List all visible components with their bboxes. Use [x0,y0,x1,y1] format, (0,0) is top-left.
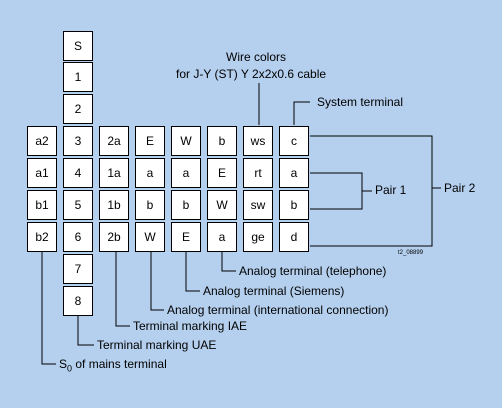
international-cell: b [135,190,165,220]
system-terminal-cell: d [279,222,309,252]
pair2-label: Pair 2 [444,181,476,195]
s0-suffix: of mains terminal [72,357,167,371]
international-cell: a [135,158,165,188]
system-terminal-cell: b [279,190,309,220]
wire-color-cell: ws [243,126,273,156]
wire-colors-title: Wire colors [226,50,287,64]
leader-marking-uae [77,316,94,346]
iae-cell: 1b [99,190,129,220]
telephone-cell: W [207,190,237,220]
analog-telephone-label: Analog terminal (telephone) [239,264,387,278]
s0-cell-4: 4 [63,158,93,188]
s0-cell-3: 3 [63,126,93,156]
international-cell: W [135,222,165,252]
system-terminal-leader [293,101,310,125]
s0-cell-2: 2 [63,94,93,124]
s0-mains-label: S0 of mains terminal [59,357,167,373]
system-terminal-cell: a [279,158,309,188]
international-cell: E [135,126,165,156]
s0-prefix: S [59,357,68,371]
siemens-cell: W [171,126,201,156]
leader-marking-iae [115,249,130,327]
telephone-cell: E [207,158,237,188]
analog-international-label: Analog terminal (international connectio… [167,303,389,317]
s0-cell-S: S [63,31,93,61]
siemens-cell: b [171,190,201,220]
iae-cell: 2b [99,222,129,252]
leader-analog-international [150,249,164,311]
s0-cell-6: 6 [63,222,93,252]
iae-cell: 2a [99,126,129,156]
telephone-cell: b [207,126,237,156]
s0-cell-8: 8 [63,286,93,316]
pair2-bracket [310,135,433,247]
s0-mains-cell: b2 [27,222,57,252]
siemens-cell: E [171,222,201,252]
telephone-cell: a [207,222,237,252]
s0-mains-cell: a2 [27,126,57,156]
pair1-bracket [310,172,363,210]
leader-analog-telephone [221,249,236,272]
iae-cell: 1a [99,158,129,188]
s0-cell-7: 7 [63,254,93,284]
wire-color-cell: rt [243,158,273,188]
leader-analog-siemens [185,249,200,292]
system-terminal-label: System terminal [317,95,404,109]
s0-mains-cell: a1 [27,158,57,188]
s0-subscript: 0 [67,363,73,374]
marking-iae-label: Terminal marking IAE [133,319,248,333]
wire-colors-subtitle: for J-Y (ST) Y 2x2x0.6 cable [176,67,327,81]
leader-s0 [41,249,56,365]
system-terminal-cell: c [279,126,309,156]
wire-color-cell: ge [243,222,273,252]
figure-id: t2_08899 [398,250,424,256]
pair1-label: Pair 1 [375,183,407,197]
marking-uae-label: Terminal marking UAE [97,338,217,352]
s0-mains-cell: b1 [27,190,57,220]
s0-cell-1: 1 [63,62,93,92]
siemens-cell: a [171,158,201,188]
analog-siemens-label: Analog terminal (Siemens) [203,284,345,298]
s0-cell-5: 5 [63,190,93,220]
wire-color-cell: sw [243,190,273,220]
